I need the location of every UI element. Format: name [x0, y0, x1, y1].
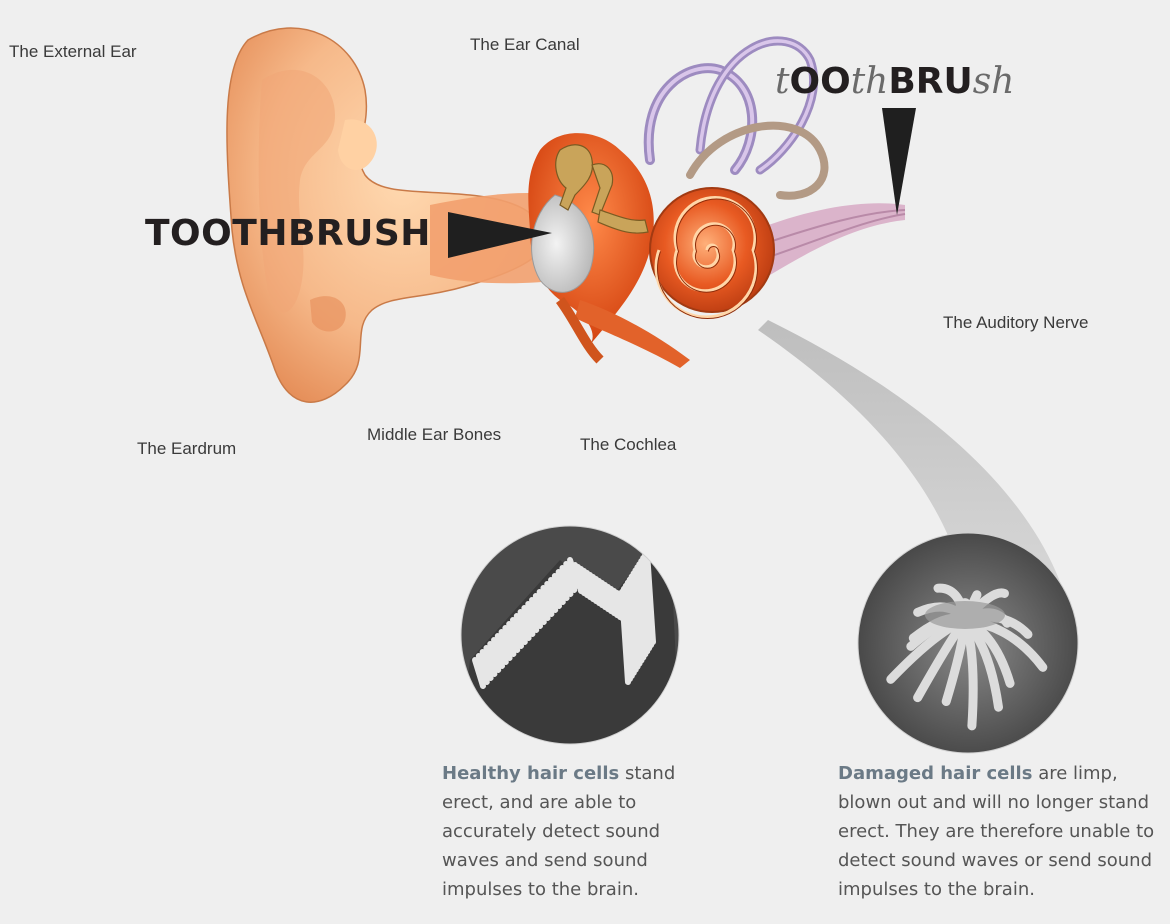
label-middle-ear-bones: Middle Ear Bones [367, 425, 501, 445]
label-cochlea: The Cochlea [580, 435, 676, 455]
label-auditory-nerve: The Auditory Nerve [943, 313, 1089, 333]
word-part-2: th [851, 61, 889, 102]
caption-damaged-line-2: blown out and will no longer stand [838, 792, 1149, 813]
caption-healthy-line-2: erect, and are able to [442, 792, 636, 813]
word-part-3: BRU [888, 61, 972, 102]
word-part-4: sh [973, 61, 1015, 102]
caption-damaged-line-5: impulses to the brain. [838, 879, 1035, 900]
arrow-right [882, 108, 916, 215]
caption-healthy-line-4: waves and send sound [442, 850, 648, 871]
healthy-hair-cells-image [460, 525, 680, 745]
caption-damaged: Damaged hair cells are limp, blown out a… [838, 759, 1168, 904]
caption-healthy-line-3: accurately detect sound [442, 821, 660, 842]
label-eardrum: The Eardrum [137, 439, 236, 459]
word-toothbrush-left: TOOTHBRUSH [145, 213, 431, 254]
caption-damaged-line-4: detect sound waves or send sound [838, 850, 1152, 871]
label-external-ear: The External Ear [9, 42, 137, 62]
caption-healthy-highlight: Healthy hair cells [442, 763, 619, 784]
caption-healthy-line-5: impulses to the brain. [442, 879, 639, 900]
word-part-1: OO [789, 61, 850, 102]
caption-healthy-line-1: stand [625, 763, 675, 784]
word-part-0: t [775, 61, 789, 102]
label-ear-canal: The Ear Canal [470, 35, 580, 55]
caption-healthy: Healthy hair cells stand erect, and are … [442, 759, 742, 904]
caption-damaged-line-1: are limp, [1038, 763, 1118, 784]
cochlea-shape [650, 188, 774, 319]
caption-damaged-line-3: erect. They are therefore unable to [838, 821, 1154, 842]
auditory-nerve-shape [755, 203, 905, 275]
word-toothbrush-right: tOOthBRUsh [775, 60, 1014, 102]
caption-damaged-highlight: Damaged hair cells [838, 763, 1032, 784]
